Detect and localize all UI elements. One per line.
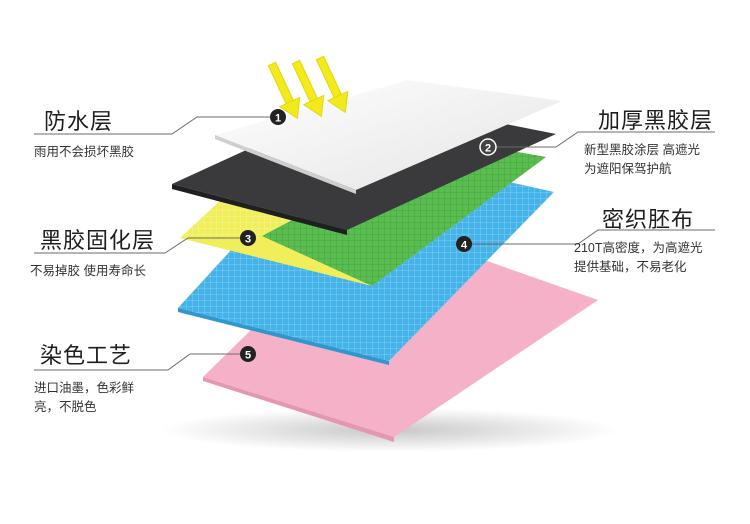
label-curing-title: 黑胶固化层 [40, 228, 156, 253]
layer-black-edge [172, 184, 347, 235]
layer-waterproof [215, 80, 562, 190]
label-black-coating-desc: 新型黑胶涂层 高遮光 为遮阳保驾护航 [584, 141, 700, 179]
marker-3: 3 [240, 230, 256, 246]
label-fabric-title: 密织胚布 [602, 207, 695, 232]
layer-green-grid [262, 139, 546, 286]
label-fabric-desc-line-1: 210T高密度，为高遮光 [574, 241, 703, 255]
label-black-coating-desc-line-2: 为遮阳保驾护航 [584, 162, 672, 176]
label-black-coating: 加厚黑胶层 [598, 103, 713, 135]
label-waterproof-desc: 雨用不会损坏黑胶 [34, 143, 134, 162]
callout-line-1 [34, 116, 270, 135]
callout-line-5 [34, 353, 241, 371]
label-fabric-desc-line-2: 提供基础，不易老化 [574, 260, 687, 274]
marker-4-label: 4 [461, 240, 468, 252]
label-dye-desc-line-2: 亮，不脱色 [34, 400, 97, 414]
sunlight-arrows-icon [267, 55, 349, 120]
layer-waterproof-edge [215, 135, 356, 194]
label-waterproof: 防水层 [44, 104, 113, 136]
label-curing-desc: 不易掉胶 使用寿命长 [30, 262, 146, 281]
label-fabric-desc: 210T高密度，为高遮光 提供基础，不易老化 [574, 239, 703, 277]
marker-1: 1 [270, 109, 286, 125]
label-black-coating-title: 加厚黑胶层 [598, 108, 714, 133]
label-dye-desc-line-1: 进口油墨，色彩鲜 [34, 381, 135, 395]
label-waterproof-desc-line-1: 雨用不会损坏黑胶 [34, 145, 135, 159]
callout-line-4 [470, 229, 715, 245]
label-dye-desc: 进口油墨，色彩鲜 亮，不脱色 [34, 379, 134, 417]
layer-blue-edge [178, 308, 389, 365]
callout-line-2 [495, 131, 715, 148]
callout-line-3 [34, 237, 241, 254]
marker-3-label: 3 [245, 234, 251, 246]
label-dye: 染色工艺 [40, 338, 132, 370]
layer-pink-edge [203, 377, 394, 442]
marker-1-label: 1 [275, 113, 281, 125]
marker-4: 4 [456, 236, 472, 252]
marker-2-label: 2 [485, 143, 491, 155]
marker-5: 5 [240, 346, 256, 362]
label-dye-title: 染色工艺 [40, 343, 133, 368]
marker-5-label: 5 [245, 350, 251, 362]
marker-2: 2 [479, 138, 497, 156]
label-waterproof-title: 防水层 [44, 109, 114, 134]
label-curing: 黑胶固化层 [40, 223, 155, 255]
label-curing-desc-line-1: 不易掉胶 使用寿命长 [30, 264, 146, 278]
label-black-coating-desc-line-1: 新型黑胶涂层 高遮光 [584, 143, 700, 157]
label-fabric: 密织胚布 [602, 202, 694, 234]
